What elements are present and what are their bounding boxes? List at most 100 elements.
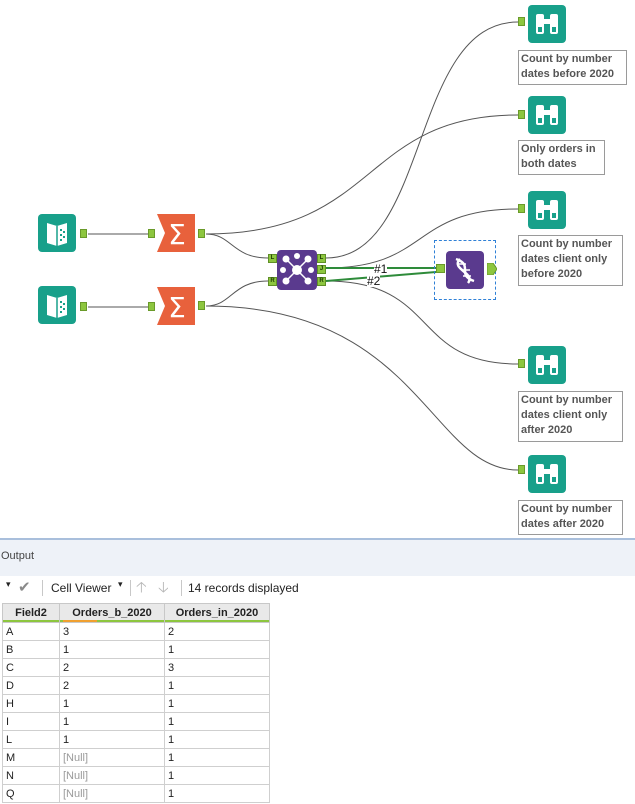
table-cell[interactable]: H [2,694,60,713]
table-cell[interactable]: [Null] [59,784,165,803]
table-cell[interactable]: 1 [59,712,165,731]
output-arrow-anchor[interactable] [487,263,497,275]
arrow-down-icon[interactable]: 🡣 [158,579,169,596]
join-output-right-anchor[interactable]: R [317,277,326,286]
checkmark-icon[interactable]: ✔ [18,579,31,596]
output-anchor[interactable] [198,301,205,310]
table-cell[interactable]: L [2,730,60,749]
connection-label-2: #2 [367,274,381,288]
table-cell[interactable]: M [2,748,60,767]
table-cell[interactable]: B [2,640,60,659]
browse-tool-3[interactable] [528,191,566,229]
connection-wires [88,21,519,471]
input-anchor[interactable] [518,204,525,213]
summarize-tool-2[interactable]: Σ [157,287,195,325]
table-cell[interactable]: 1 [164,748,270,767]
table-cell[interactable]: 1 [59,694,165,713]
input-anchor[interactable] [518,465,525,474]
multi-input-anchor[interactable] [436,264,445,273]
table-row[interactable]: M[Null]1 [2,748,270,767]
output-toolbar: ▾ ✔ Cell Viewer ▾ 🡡 🡣 14 records display… [0,576,635,600]
dropdown-caret-icon[interactable]: ▾ [6,579,11,589]
table-cell[interactable]: 2 [59,658,165,677]
table-row[interactable]: N[Null]1 [2,766,270,785]
join-input-right-anchor[interactable]: R [268,277,277,286]
table-cell[interactable]: A [2,622,60,641]
table-cell[interactable]: 1 [164,694,270,713]
browse-tool-2[interactable] [528,96,566,134]
book-icon [47,295,67,318]
wire-join-dna-2 [325,271,437,282]
input-anchor[interactable] [148,229,155,238]
browse-tool-5[interactable] [528,455,566,493]
table-cell[interactable]: N [2,766,60,785]
table-cell[interactable]: [Null] [59,748,165,767]
output-anchor[interactable] [198,229,205,238]
table-cell[interactable]: 1 [164,640,270,659]
join-output-left-anchor[interactable]: L [317,254,326,263]
join-network-icon [280,253,314,285]
binoculars-icon [536,14,558,34]
dna-icon [455,257,475,284]
cell-viewer-label[interactable]: Cell Viewer [51,581,112,595]
table-cell[interactable]: C [2,658,60,677]
table-cell[interactable]: D [2,676,60,695]
table-cell[interactable]: 1 [164,730,270,749]
table-cell[interactable]: 2 [59,676,165,695]
column-header-orders-b-2020[interactable]: Orders_b_2020 [59,603,165,623]
table-cell[interactable]: [Null] [59,766,165,785]
viewer-chevron-down-icon[interactable]: ▾ [118,579,123,589]
toolbar-divider [42,580,43,596]
table-cell[interactable]: 3 [59,622,165,641]
table-cell[interactable]: I [2,712,60,731]
wire-summarize1-browse2 [205,114,519,235]
table-cell[interactable]: 1 [59,730,165,749]
table-row[interactable]: Q[Null]1 [2,784,270,803]
annotation-5: Count by number dates after 2020 [518,500,623,535]
sigma-icon: Σ [157,287,195,325]
input-anchor[interactable] [148,302,155,311]
input-data-tool-1[interactable] [38,214,76,252]
arrow-up-icon[interactable]: 🡡 [136,579,147,596]
records-count: 14 records displayed [188,581,299,595]
input-anchor[interactable] [518,110,525,119]
wire-summarize1-join [205,233,269,259]
summarize-tool-1[interactable]: Σ [157,214,195,252]
toolbar-divider [130,580,131,596]
workflow-canvas[interactable]: Σ Σ L R L J R #1 #2 [0,0,635,538]
join-input-left-anchor[interactable]: L [268,254,277,263]
table-cell[interactable]: 1 [164,784,270,803]
join-tool[interactable] [277,250,317,290]
input-anchor[interactable] [518,359,525,368]
toolbar-divider [181,580,182,596]
table-cell[interactable]: 1 [164,712,270,731]
table-cell[interactable]: 3 [164,658,270,677]
output-anchor[interactable] [80,229,87,238]
table-cell[interactable]: 1 [164,766,270,785]
table-cell[interactable]: 1 [59,640,165,659]
annotation-1: Count by number dates before 2020 [518,50,627,85]
column-header-orders-in-2020[interactable]: Orders_in_2020 [164,603,270,623]
union-tool[interactable] [446,251,484,289]
output-anchor[interactable] [80,302,87,311]
browse-tool-4[interactable] [528,346,566,384]
table-cell[interactable]: 1 [164,676,270,695]
input-anchor[interactable] [518,17,525,26]
input-data-tool-2[interactable] [38,286,76,324]
browse-tool-1[interactable] [528,5,566,43]
join-output-join-anchor[interactable]: J [317,265,326,274]
wire-joinL-browse1 [325,21,519,259]
output-panel-header: Output [0,538,635,576]
table-cell[interactable]: Q [2,784,60,803]
table-cell[interactable]: 2 [164,622,270,641]
column-header-field2[interactable]: Field2 [2,603,60,623]
